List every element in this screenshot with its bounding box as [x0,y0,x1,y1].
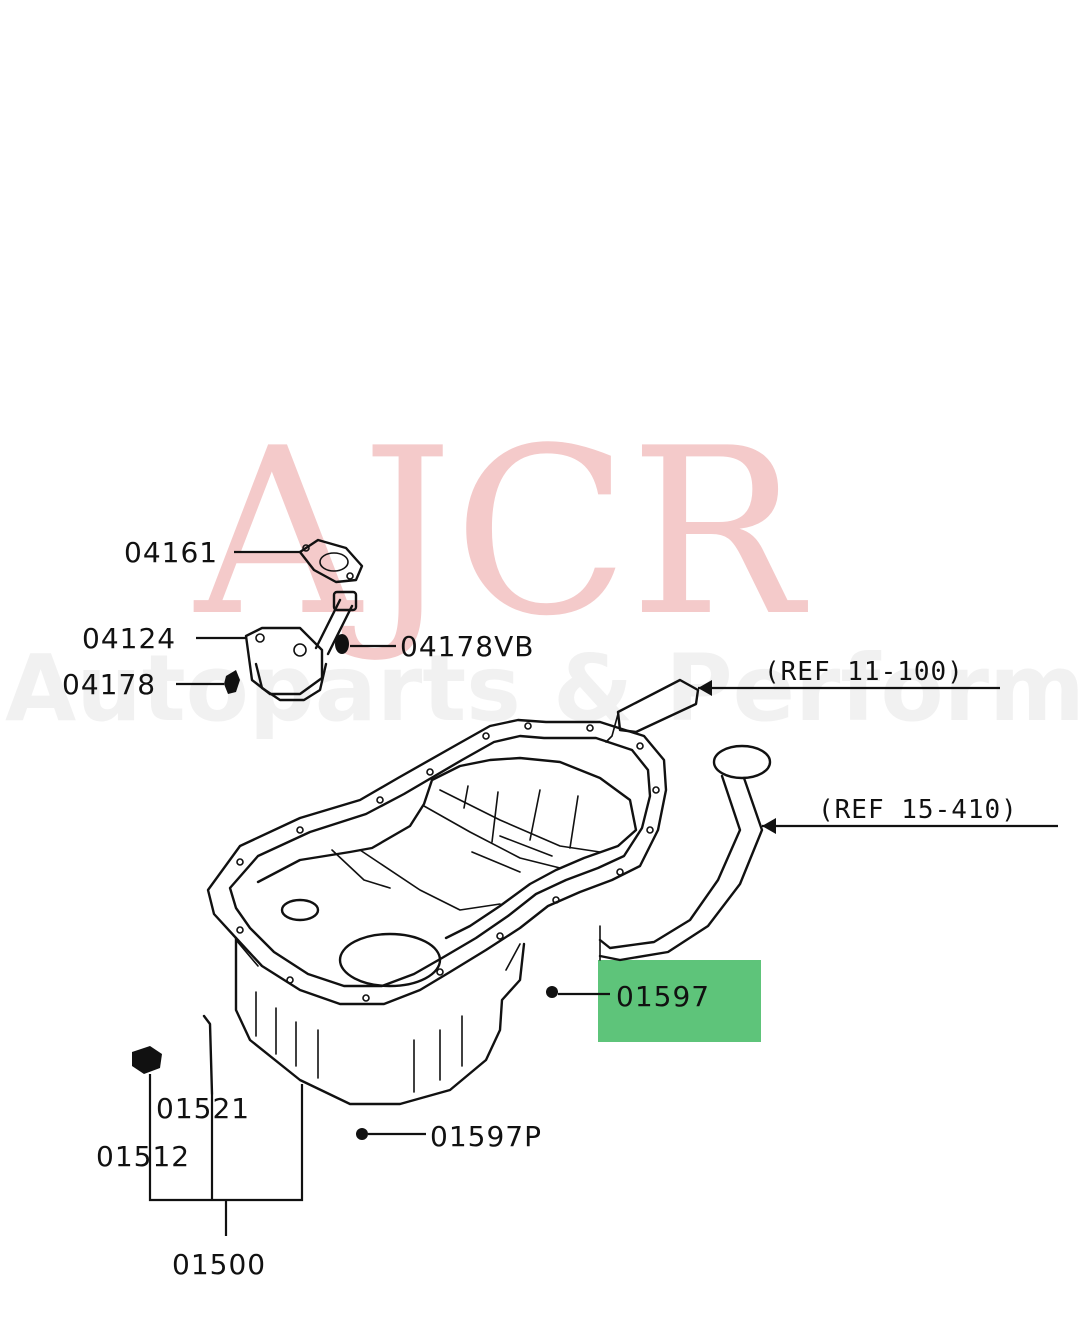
drain-plug-01597-icon[interactable] [546,986,558,998]
label-04178vb[interactable]: 04178VB [400,630,534,663]
highlight-box[interactable] [598,960,761,1042]
label-01500[interactable]: 01500 [172,1248,266,1281]
dipstick-tube-icon[interactable] [598,744,772,962]
strainer-gasket-icon[interactable] [298,538,364,584]
label-01512[interactable]: 01512 [96,1140,190,1173]
oil-pan-icon[interactable] [206,718,668,1106]
drain-plug-01597p-icon[interactable] [356,1128,368,1140]
nut-01512-icon[interactable] [132,1046,162,1074]
label-01597p[interactable]: 01597P [430,1120,542,1153]
arrow-ref-11-100 [698,680,712,696]
bolt-04178vb-icon[interactable] [335,634,349,654]
label-04161[interactable]: 04161 [124,536,218,569]
sensor-icon[interactable] [605,678,700,743]
arrow-ref-15-410 [762,818,776,834]
label-01521[interactable]: 01521 [156,1092,250,1125]
label-04178[interactable]: 04178 [62,668,156,701]
label-01597[interactable]: 01597 [616,980,710,1013]
watermark-main: AJCR [193,400,808,667]
label-ref-11-100[interactable]: (REF 11-100) [764,657,964,687]
label-04124[interactable]: 04124 [82,622,176,655]
label-ref-15-410[interactable]: (REF 15-410) [818,795,1018,825]
oil-strainer-icon[interactable] [244,590,358,702]
bolt-04178-icon[interactable] [224,670,240,694]
leader-bracket-01500 [148,1074,304,1236]
stud-01521-icon[interactable] [202,1014,214,1096]
